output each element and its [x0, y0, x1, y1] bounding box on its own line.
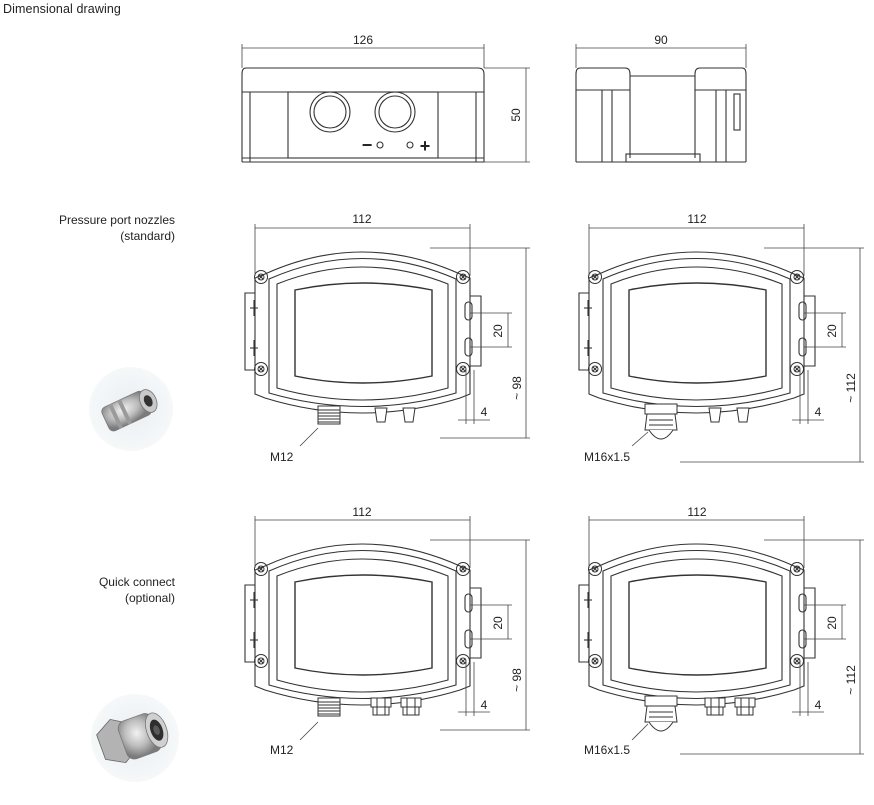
top-side-view — [575, 67, 747, 163]
housing-d-slot: 20 — [825, 616, 839, 630]
quick-connect-photo — [91, 694, 179, 782]
housing-a-offset: 4 — [481, 405, 488, 419]
dim-front-height — [484, 67, 530, 163]
row-label-quick-sub: (optional) — [124, 591, 175, 605]
dims-housing-b — [588, 224, 864, 463]
housing-a-width: 112 — [352, 212, 371, 226]
housing-c-connector: M12 — [270, 743, 294, 757]
housing-b-slot: 20 — [825, 324, 839, 338]
housing-a-connector: M12 — [270, 450, 294, 464]
housing-c-slot: 20 — [491, 616, 505, 630]
dim-side-width — [575, 44, 747, 68]
row-label-nozzles-sub: (standard) — [120, 229, 175, 243]
housing-b-leader — [631, 431, 649, 447]
dim-front-width — [241, 44, 485, 68]
housing-d-height: ~ 112 — [844, 665, 858, 695]
housing-b-connector: M16x1.5 — [584, 450, 630, 464]
pressure-nozzle-photo — [89, 367, 173, 451]
housing-c-height: ~ 98 — [510, 668, 524, 692]
housing-d-offset: 4 — [815, 698, 822, 712]
housing-c-offset: 4 — [481, 698, 488, 712]
housing-a-leader — [299, 427, 319, 447]
housing-c — [244, 543, 482, 717]
housing-b — [578, 251, 816, 440]
housing-a-slot: 20 — [491, 324, 505, 338]
plus-symbol: + — [420, 136, 431, 156]
dims-housing-a — [254, 224, 530, 439]
housing-a — [244, 251, 482, 425]
dims-housing-d — [588, 516, 864, 755]
front-height-label: 50 — [509, 108, 523, 122]
page-title: Dimensional drawing — [3, 2, 121, 16]
housing-c-leader — [299, 721, 319, 741]
row-label-nozzles: Pressure port nozzles (standard) — [59, 212, 175, 244]
housing-a-height: ~ 98 — [510, 376, 524, 400]
housing-d — [578, 543, 816, 732]
minus-symbol: − — [362, 135, 373, 155]
housing-d-width: 112 — [687, 505, 706, 519]
dims-housing-c — [254, 516, 530, 731]
housing-d-leader — [631, 723, 649, 741]
top-front-view — [241, 67, 485, 163]
housing-b-offset: 4 — [815, 405, 822, 419]
housing-d-connector: M16x1.5 — [584, 743, 630, 757]
row-label-nozzles-title: Pressure port nozzles — [58, 213, 175, 227]
housing-b-height: ~ 112 — [844, 373, 858, 403]
row-label-quick-title: Quick connect — [98, 575, 175, 589]
housing-b-width: 112 — [687, 212, 706, 226]
row-label-quick: Quick connect (optional) — [99, 574, 175, 606]
side-width-label: 90 — [654, 33, 668, 47]
housing-c-width: 112 — [352, 505, 371, 519]
front-width-label: 126 — [353, 33, 373, 47]
